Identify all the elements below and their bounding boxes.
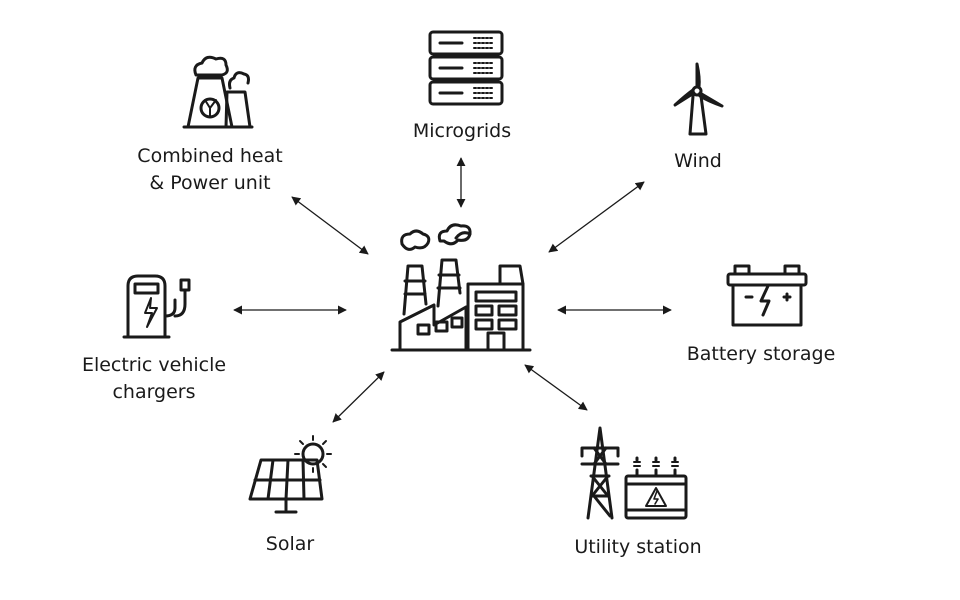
wind-turbine-icon [673,62,724,136]
arrow-wind [548,181,645,253]
label-battery-line-1: Battery storage [686,343,836,365]
label-microgrids-line-1: Microgrids [412,120,512,142]
label-utility-line-1: Utility station [574,536,702,558]
battery-icon [726,264,808,327]
solar-panel-icon [248,435,332,514]
label-ev-line-2: chargers [112,381,196,403]
arrow-chp [291,196,369,255]
label-wind: Wind [648,148,748,175]
ev-charger-icon [122,274,191,339]
label-ev-line-1: Electric vehicle [81,354,227,376]
label-utility: Utility station [560,534,716,561]
label-wind-line-1: Wind [674,150,722,172]
label-microgrids: Microgrids [396,118,528,145]
label-chp: Combined heat & Power unit [132,143,288,197]
label-ev: Electric vehicle chargers [66,352,242,406]
factory-icon [390,223,532,352]
label-chp-line-2: & Power unit [149,172,271,194]
server-rack-icon [428,30,504,106]
label-solar-line-1: Solar [265,533,315,555]
arrow-solar [332,371,385,423]
label-solar: Solar [240,531,340,558]
power-plant-icon [182,55,254,129]
label-battery: Battery storage [676,341,846,368]
arrow-utility [524,364,588,411]
transmission-tower-icon [580,426,688,520]
label-chp-line-1: Combined heat [137,145,283,167]
